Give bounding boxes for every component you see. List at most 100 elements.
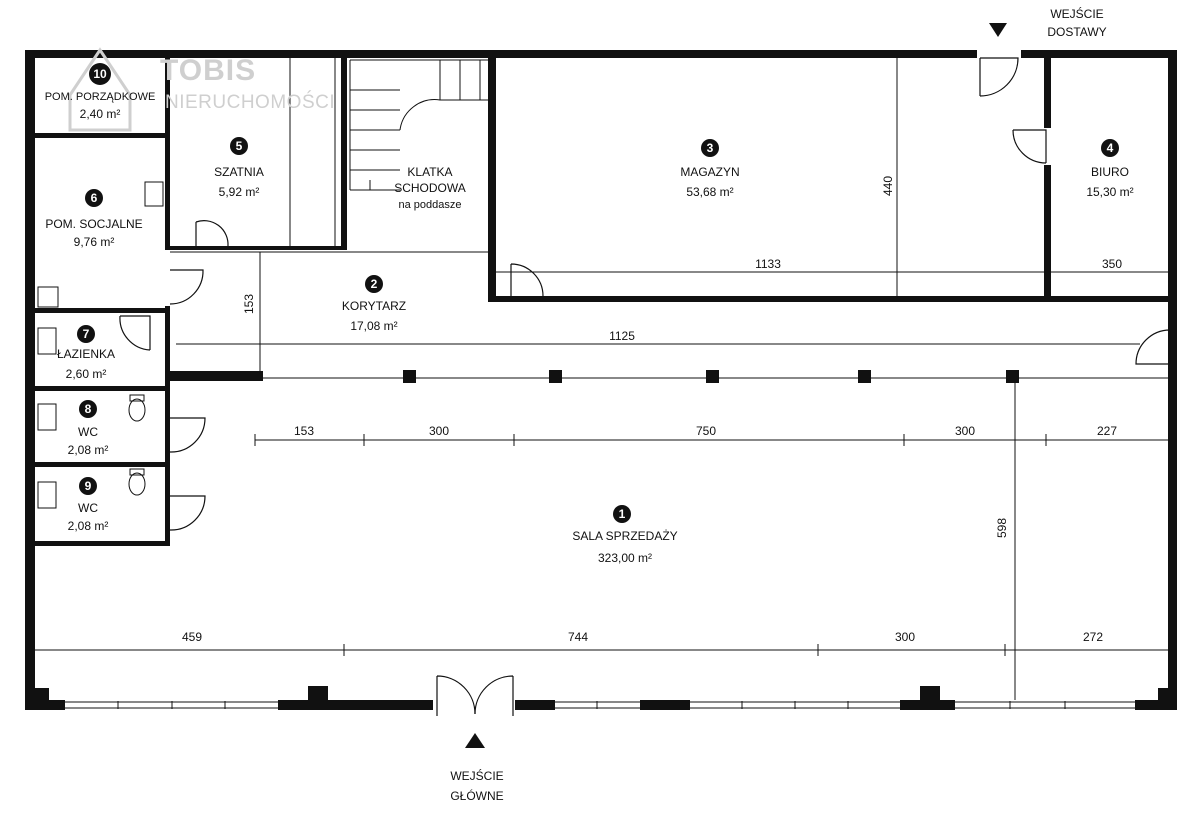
dimension-labels: 153 1125 1133 440 350 598 153 300 750 30…: [182, 176, 1122, 644]
room-area: 2,60 m²: [66, 367, 107, 381]
room-1: 1 SALA SPRZEDAŻY 323,00 m²: [572, 505, 678, 565]
dim-korytarz-width: 1125: [609, 329, 635, 343]
logo-subtitle: NIERUCHOMOŚCI: [165, 91, 335, 113]
room-area: 323,00 m²: [598, 551, 652, 565]
room-number: 1: [619, 507, 626, 521]
door-wc-9: [169, 495, 206, 531]
room-number: 6: [91, 191, 98, 205]
room-name: SZATNIA: [214, 165, 264, 179]
room-name: POM. SOCJALNE: [45, 217, 142, 231]
dim-korytarz-height: 153: [242, 294, 256, 314]
door-szatnia: [195, 220, 229, 247]
room-3: 3 MAGAZYN 53,68 m²: [680, 139, 740, 199]
dim-magazyn-height: 440: [881, 176, 895, 196]
room-number-badge: [77, 325, 95, 343]
dim-biuro-width: 350: [1102, 257, 1122, 271]
thin-lines: [35, 58, 1168, 700]
room-name: POM. PORZĄDKOWE: [45, 91, 156, 103]
room-number-badge: [613, 505, 631, 523]
stairs-line-1: KLATKA: [407, 165, 452, 179]
room-number: 3: [707, 141, 714, 155]
sanitary-fixtures: [37, 181, 164, 509]
interior-walls: [35, 58, 1177, 546]
main-entrance-label: WEJŚCIE GŁÓWNE: [450, 768, 503, 803]
room-number: 8: [85, 402, 92, 416]
delivery-entrance-label: WEJŚCIE DOSTAWY: [1047, 6, 1106, 39]
room-number-badge: [365, 275, 383, 293]
room-number-badge: [230, 137, 248, 155]
door-main-left: [436, 675, 476, 716]
room-5: 5 SZATNIA 5,92 m²: [214, 137, 264, 199]
room-number: 4: [1107, 141, 1114, 155]
room-area: 5,92 m²: [219, 185, 260, 199]
door-magazyn: [510, 263, 544, 297]
room-number-badge: [85, 189, 103, 207]
room-number-badge: [79, 400, 97, 418]
door-main-right: [474, 675, 514, 716]
room-name: KORYTARZ: [342, 299, 406, 313]
room-number-badge: [1101, 139, 1119, 157]
room-8: 8 WC 2,08 m²: [68, 400, 109, 457]
main-entrance-arrow-icon: [465, 733, 485, 748]
door-biuro: [1012, 129, 1047, 164]
staircase: [349, 59, 488, 191]
room-name: WC: [78, 501, 98, 515]
room-number: 7: [83, 327, 90, 341]
room-9: 9 WC 2,08 m²: [68, 477, 109, 533]
room-number: 2: [371, 277, 378, 291]
delivery-line-2: DOSTAWY: [1047, 25, 1106, 39]
logo: TOBIS NIERUCHOMOŚCI: [68, 47, 335, 132]
room-name: SALA SPRZEDAŻY: [572, 529, 677, 543]
door-socjalne: [169, 269, 204, 305]
dim-upper-5: 227: [1097, 424, 1117, 438]
dim-upper-2: 300: [429, 424, 449, 438]
dim-lower-4: 272: [1083, 630, 1103, 644]
main-line-2: GŁÓWNE: [450, 788, 503, 803]
stairs-label: KLATKA SCHODOWA na poddasze: [394, 165, 466, 211]
room-6: 6 POM. SOCJALNE 9,76 m²: [45, 189, 143, 249]
dim-lower-2: 744: [568, 630, 588, 644]
main-line-1: WEJŚCIE: [450, 768, 503, 783]
dimension-ticks: [254, 434, 1047, 656]
room-area: 2,40 m²: [80, 107, 121, 121]
room-name: BIURO: [1091, 165, 1129, 179]
delivery-line-1: WEJŚCIE: [1050, 6, 1103, 21]
dim-sala-height: 598: [995, 518, 1009, 538]
dim-lower-1: 459: [182, 630, 202, 644]
doors: [119, 57, 1171, 716]
dim-lower-3: 300: [895, 630, 915, 644]
door-korytarz-right: [1135, 329, 1171, 365]
room-name: WC: [78, 425, 98, 439]
stairs-line-2: SCHODOWA: [394, 181, 466, 195]
room-area: 53,68 m²: [686, 185, 733, 199]
door-wc-8: [169, 417, 206, 453]
room-4: 4 BIURO 15,30 m²: [1086, 139, 1134, 199]
room-area: 15,30 m²: [1086, 185, 1133, 199]
dim-upper-1: 153: [294, 424, 314, 438]
room-number: 5: [236, 139, 243, 153]
logo-name: TOBIS: [160, 54, 256, 87]
room-area: 2,08 m²: [68, 443, 109, 457]
room-area: 9,76 m²: [74, 235, 115, 249]
room-area: 2,08 m²: [68, 519, 109, 533]
door-delivery: [979, 57, 1019, 97]
room-number: 9: [85, 479, 92, 493]
stairs-line-3: na poddasze: [399, 199, 462, 211]
room-name: ŁAZIENKA: [57, 347, 115, 361]
window-glazing: [65, 701, 1135, 709]
room-area: 17,08 m²: [350, 319, 397, 333]
dim-upper-3: 750: [696, 424, 716, 438]
structural-columns: [255, 370, 1177, 383]
room-number: 10: [93, 67, 107, 81]
delivery-arrow-icon: [989, 23, 1007, 37]
room-7: 7 ŁAZIENKA 2,60 m²: [57, 325, 115, 381]
room-number-badge: [79, 477, 97, 495]
dim-upper-4: 300: [955, 424, 975, 438]
room-2: 2 KORYTARZ 17,08 m²: [342, 275, 406, 333]
logo-house-icon: [68, 47, 132, 132]
room-10: 10 POM. PORZĄDKOWE 2,40 m²: [45, 63, 156, 121]
door-lazienka: [119, 315, 151, 351]
room-number-badge: [701, 139, 719, 157]
room-number-badge: [89, 63, 111, 85]
